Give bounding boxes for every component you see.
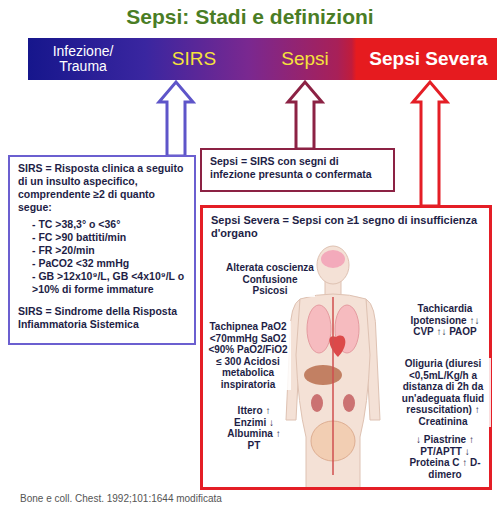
aorta (332, 297, 334, 475)
stage-label: Sepsi (281, 49, 329, 69)
organ-sign-label: Tachipnea PaO2 <70mmHg SaO2 <90% PaO2/Fi… (205, 321, 291, 390)
criteria-item: - PaCO2 <32 mmHg (32, 257, 186, 270)
organ-sign-label: Alterata coscienza Confusione Psicosi (225, 262, 315, 297)
stage-label: SIRS (172, 49, 216, 69)
block-arrow (413, 82, 447, 206)
stage-segment: SIRS (138, 38, 250, 80)
criteria-item: - GB >12x10⁹/L, GB <4x10⁹/L o >10% di fo… (32, 270, 186, 296)
definition-box: SIRS = Risposta clinica a seguito di un … (8, 155, 196, 345)
stage-segment: Sepsi (252, 38, 358, 80)
organ-sign-label: Ittero ↑ Enzimi ↓ Albumina ↑ PT (223, 405, 285, 451)
head (317, 246, 349, 284)
stage-label: Sepsi Severa (369, 49, 487, 69)
heart (329, 336, 345, 357)
box-text: Sepsi = SIRS con segni di infezione pres… (210, 155, 385, 181)
torso (296, 294, 370, 489)
box-heading: Sepsi Severa = Sepsi con ≥1 segno di ins… (211, 214, 487, 239)
box-heading: SIRS = Risposta clinica a seguito di un … (18, 162, 186, 215)
brain (321, 250, 345, 268)
criteria-item: - FR >20/min (32, 244, 186, 257)
severe-sepsis-box: Sepsi Severa = Sepsi con ≥1 segno di ins… (200, 205, 492, 490)
organ-sign-label: ↓ Piastrine ↑ PT/APTT ↓ Proteina C ↑ D-d… (403, 434, 487, 480)
criteria-item: - FC >90 battiti/min (32, 231, 186, 244)
stage-segment: Sepsi Severa (360, 38, 497, 80)
block-arrow (159, 82, 193, 156)
source-caption: Bone e coll. Chest. 1992;101:1644 modifi… (20, 493, 222, 504)
definition-box: Sepsi = SIRS con segni di infezione pres… (200, 148, 395, 192)
block-arrow (288, 82, 322, 149)
stage-segment: Infezione/ Trauma (30, 38, 136, 80)
box-note: SIRS = Sindrome della Risposta Infiammat… (18, 305, 186, 331)
liver (304, 365, 342, 385)
criteria-item: - TC >38,3° o <36° (32, 218, 186, 231)
kidney (311, 394, 323, 412)
organ-sign-label: Tachicardia Ipotensione ↑↓ CVP ↑↓ PAOP (401, 303, 489, 338)
diagram-title: Sepsi: Stadi e definizioni (0, 5, 500, 29)
lung (307, 305, 331, 353)
stage-bar (28, 38, 497, 80)
stage-label: Infezione/ Trauma (34, 44, 132, 73)
organ-sign-label: Oliguria (diuresi <0,5mL/Kg/h a distanza… (395, 358, 491, 427)
kidney (343, 394, 355, 412)
